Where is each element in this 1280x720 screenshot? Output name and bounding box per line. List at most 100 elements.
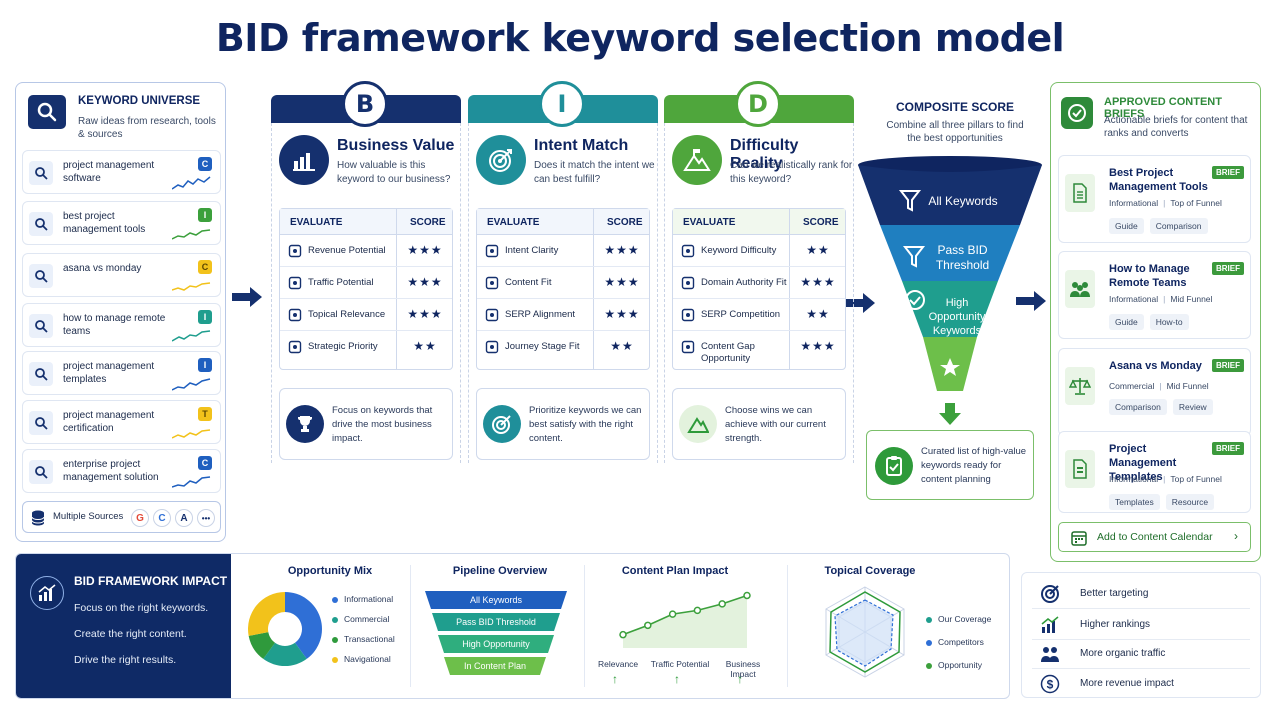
funnel-stage-high-opportunity: High Opportunity Keywords: [928, 297, 986, 337]
score-header: SCORE: [410, 217, 446, 228]
pillar-question: Can we realistically rank for this keywo…: [730, 160, 853, 185]
criterion-score: ★★★: [800, 339, 836, 353]
pillar-note: Focus on keywords that drive the most bu…: [279, 388, 453, 460]
intent-badge: C: [198, 456, 212, 470]
add-to-calendar-button[interactable]: Add to Content Calendar ›: [1058, 522, 1251, 552]
brief-title: Best Project Management Tools: [1109, 167, 1208, 193]
brief-tag[interactable]: How-to: [1149, 314, 1189, 330]
relevance-icon: [288, 308, 302, 322]
composite-funnel: [858, 156, 1042, 425]
evaluate-row: SERP Alignment★★★: [477, 299, 649, 331]
brief-type: Commercial: [1109, 381, 1155, 391]
growth-chart-icon: [30, 576, 64, 610]
brief-tag[interactable]: Templates: [1109, 494, 1160, 510]
arrow-up-icon: ↑: [737, 672, 743, 686]
intent-badge: C: [198, 260, 212, 274]
keyword-text: asana vs monday: [63, 263, 142, 274]
legend-label: Transactional: [344, 634, 395, 644]
content-plan-title: Content Plan Impact: [621, 565, 729, 577]
evaluate-row: Keyword Difficulty★★: [673, 235, 845, 267]
search-icon: [29, 460, 53, 484]
criterion-label: SERP Alignment: [505, 309, 576, 320]
database-icon: [31, 510, 45, 531]
analytics-source-icon[interactable]: A: [175, 509, 193, 527]
search-icon: [29, 411, 53, 435]
brief-tag[interactable]: Review: [1172, 399, 1213, 415]
pipeline-stage: Pass BID Threshold: [432, 613, 560, 631]
filter-icon: [898, 190, 922, 212]
brief-funnel: Mid Funnel: [1170, 294, 1213, 304]
keyword-universe-panel: KEYWORD UNIVERSE Raw ideas from research…: [15, 82, 226, 542]
legend-label: Informational: [344, 594, 394, 604]
search-icon: [29, 362, 53, 386]
keyword-text: project management templates: [63, 361, 155, 385]
pillar-note: Choose wins we can achieve with our curr…: [672, 388, 846, 460]
score-header: SCORE: [607, 217, 643, 228]
arrow-up-icon: ↑: [674, 672, 680, 686]
impact-line: Drive the right results.: [74, 654, 177, 666]
priority-icon: [485, 340, 499, 354]
evaluate-row: Traffic Potential★★★: [280, 267, 452, 299]
traffic-icon: [681, 276, 695, 290]
google-icon[interactable]: G: [131, 509, 149, 527]
funnel-stage-pass-bid: Pass BID Threshold: [935, 243, 990, 272]
criterion-score: ★★: [806, 307, 830, 321]
pillar-icon: [476, 135, 526, 185]
dollar-icon: $: [1040, 674, 1060, 694]
keyword-item[interactable]: asana vs monday C: [22, 253, 221, 297]
traffic-icon: [485, 276, 499, 290]
evaluate-header: EVALUATE: [487, 217, 540, 228]
opportunity-mix-title: Opportunity Mix: [287, 565, 373, 577]
brief-funnel: Mid Funnel: [1166, 381, 1209, 391]
legend-label: Our Coverage: [938, 614, 992, 624]
pipeline-title: Pipeline Overview: [452, 565, 548, 577]
keyword-universe-title: KEYWORD UNIVERSE: [78, 95, 201, 107]
evaluate-row: Domain Authority Fit★★★: [673, 267, 845, 299]
line-point: [743, 591, 751, 600]
search-icon: [28, 95, 66, 129]
pillar-letter: D: [735, 81, 781, 127]
brief-type: Informational: [1109, 294, 1159, 304]
keyword-text: project management software: [63, 160, 155, 184]
brief-tag[interactable]: Comparison: [1149, 218, 1208, 234]
evaluate-row: Content Gap Opportunity★★★: [673, 331, 845, 364]
benefit-label: Higher rankings: [1080, 619, 1151, 630]
brief-tag[interactable]: Resource: [1165, 494, 1215, 510]
search-icon: [29, 264, 53, 288]
brief-badge: BRIEF: [1212, 442, 1244, 455]
criterion-label: Keyword Difficulty: [701, 245, 777, 256]
pipeline-stage: High Opportunity: [438, 635, 554, 653]
evaluate-row: Intent Clarity★★★: [477, 235, 649, 267]
brief-tag[interactable]: Comparison: [1109, 399, 1167, 415]
legend-label: Competitors: [938, 637, 984, 647]
benefit-label: More organic traffic: [1080, 648, 1166, 659]
legend-item: Our Coverage: [926, 614, 991, 624]
intent-badge: I: [198, 310, 212, 324]
brief-tag[interactable]: Guide: [1109, 218, 1144, 234]
pillar-note-text: Prioritize keywords we can best satisfy …: [529, 405, 642, 444]
brief-tag[interactable]: Guide: [1109, 314, 1144, 330]
benefits-list: Better targeting Higher rankings More or…: [1021, 572, 1261, 698]
topical-coverage-title: Topical Coverage: [824, 565, 916, 577]
pillar-question: How valuable is this keyword to our busi…: [337, 160, 451, 185]
more-sources-icon[interactable]: •••: [197, 509, 215, 527]
criterion-label: Intent Clarity: [505, 245, 559, 256]
legend-item: Navigational: [332, 654, 395, 664]
evaluate-row: Journey Stage Fit★★: [477, 331, 649, 363]
approved-briefs-subtitle: Actionable briefs for content that ranks…: [1104, 115, 1248, 139]
criterion-score: ★★: [413, 339, 437, 353]
chart-source-icon[interactable]: C: [153, 509, 171, 527]
legend-label: Opportunity: [938, 660, 982, 670]
multiple-sources[interactable]: Multiple Sources G C A •••: [22, 501, 221, 533]
